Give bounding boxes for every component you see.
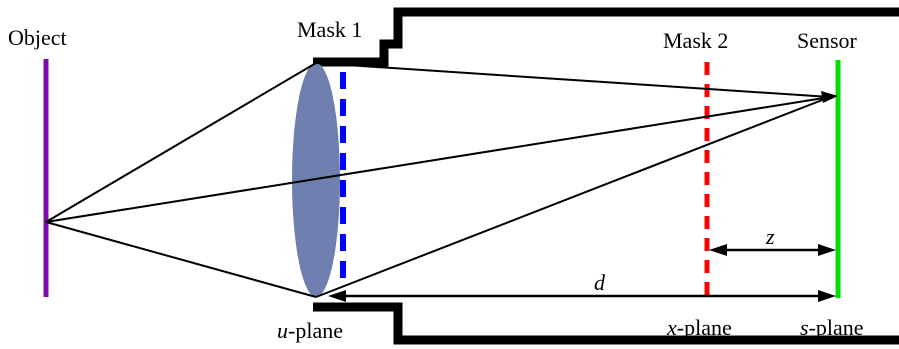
u-plane-label: u-plane <box>277 320 343 342</box>
x-plane-label: x-plane <box>667 317 732 339</box>
z-arrowhead-left <box>709 244 727 256</box>
u-plane-var: u <box>277 318 288 343</box>
housing-top <box>313 7 899 67</box>
lens-to-sensor-rays <box>45 62 831 298</box>
ray-chief-to-sensor <box>45 96 831 223</box>
lens <box>292 63 340 297</box>
s-plane-label: s-plane <box>800 317 864 339</box>
housing-bottom <box>313 302 899 345</box>
d-label: d <box>594 270 605 295</box>
object-to-lens-rays <box>45 62 317 298</box>
ray-lens-top-to-sensor <box>315 62 831 98</box>
d-dimension-arrow <box>328 290 836 302</box>
z-label: z <box>766 224 775 249</box>
d-arrowhead-left <box>328 290 346 302</box>
object-label: Object <box>8 25 67 50</box>
ray-lens-bottom-to-sensor <box>315 96 831 298</box>
x-plane-var: x <box>667 315 677 340</box>
d-arrowhead-right <box>818 290 836 302</box>
ray-object-to-lens-top <box>45 62 317 223</box>
s-plane-suffix: -plane <box>808 315 864 340</box>
ray-object-to-lens-bottom <box>45 221 317 298</box>
x-plane-suffix: -plane <box>676 315 732 340</box>
s-plane-var: s <box>800 315 809 340</box>
z-dimension-arrow <box>709 244 836 256</box>
mask2-label: Mask 2 <box>663 28 729 53</box>
ray-arrowhead <box>821 91 838 103</box>
sensor-label: Sensor <box>797 28 857 53</box>
mask1-label: Mask 1 <box>297 17 363 42</box>
z-arrowhead-right <box>818 244 836 256</box>
u-plane-suffix: -plane <box>288 318 343 343</box>
